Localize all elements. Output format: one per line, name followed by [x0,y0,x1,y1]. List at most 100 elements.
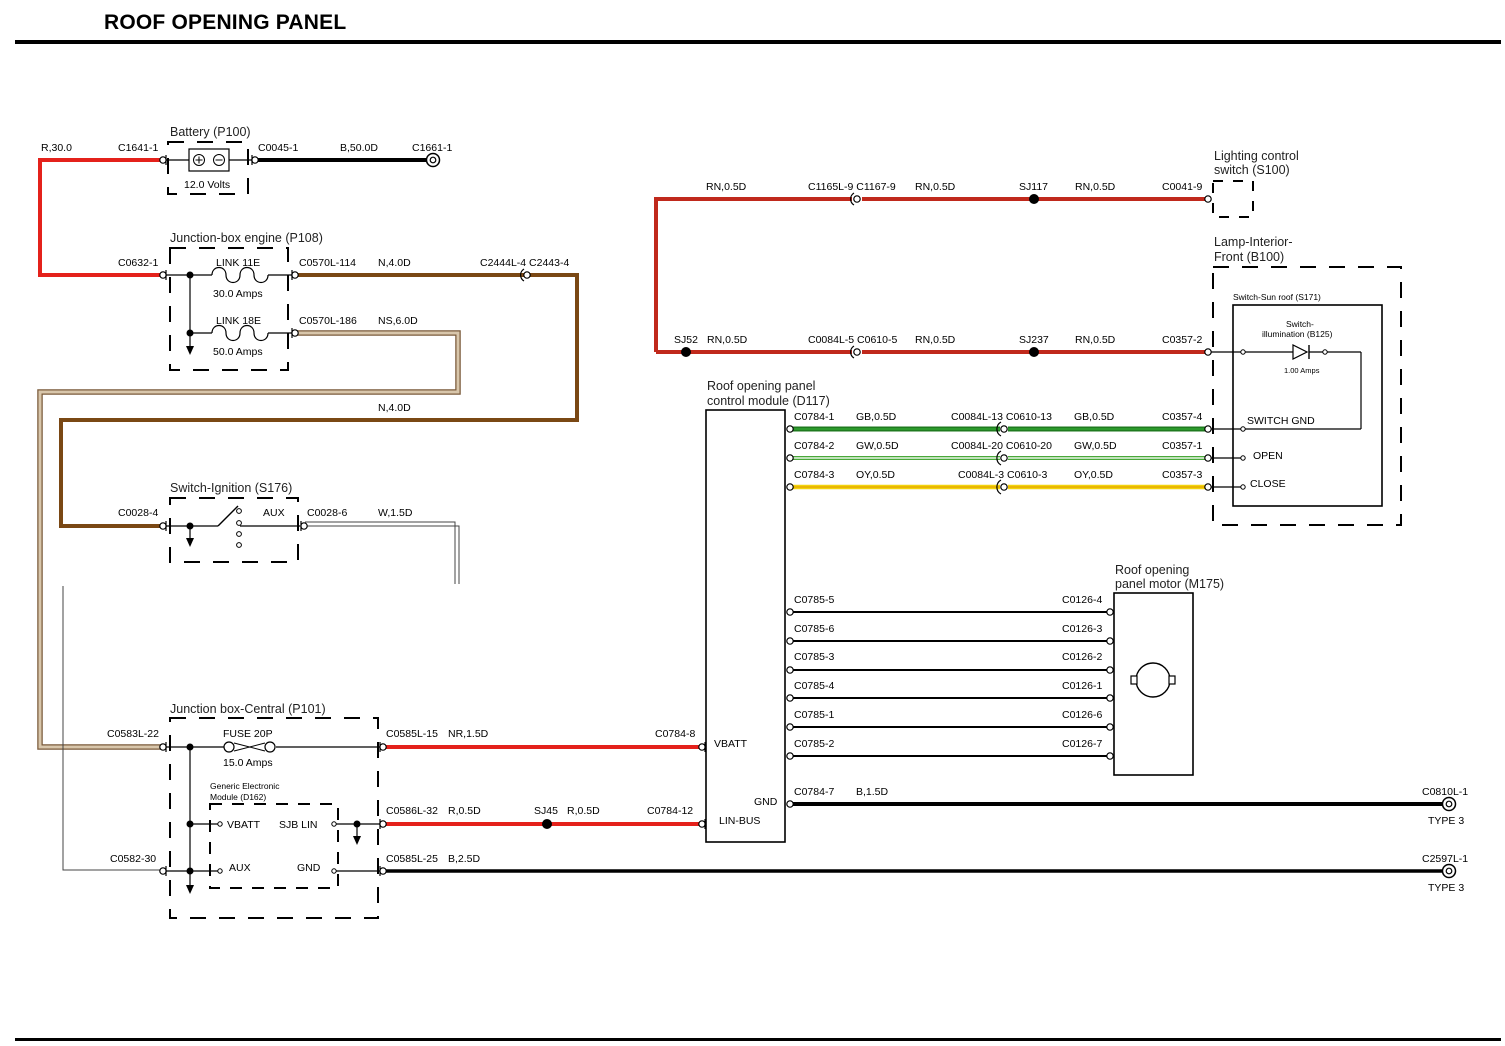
module-line1: Roof opening panel [707,379,815,393]
label-c2444-c2443: C2444L-4 C2443-4 [480,257,569,269]
label-c0126-6: C0126-6 [1062,709,1102,721]
label-c0785-6: C0785-6 [794,623,834,635]
gem-aux: AUX [229,862,251,874]
link-11e-label: LINK 11E [216,257,260,269]
label-c0570l-186: C0570L-186 [299,315,357,327]
label-c0585l-15: C0585L-15 [386,728,438,740]
top-rule [15,40,1501,44]
module-line2: control module (D117) [707,394,830,408]
lamp-line2: Front (B100) [1214,250,1284,264]
wire-r30 [38,158,162,277]
label-c0785-5: C0785-5 [794,594,834,606]
label-n4-b: N,4.0D [378,402,411,414]
lighting-switch-line1: Lighting control [1214,149,1299,163]
label-c0041-9: C0041-9 [1162,181,1202,193]
junction-box-central: Junction box-Central (P101) FUSE 20P 15.… [166,702,380,919]
wire-ns6-outer [37,330,461,750]
label-r05-b: R,0.5D [567,805,600,817]
gem-gnd: GND [297,862,321,874]
ignition-label: Switch-Ignition (S176) [170,481,292,495]
motor-line1: Roof opening [1115,563,1189,577]
link-11e-icon [211,266,269,284]
label-oy-b: OY,0.5D [1074,469,1113,481]
labels: R,30.0 C1641-1 C0045-1 B,50.0D C1661-1 C… [41,142,1468,894]
label-c0357-2: C0357-2 [1162,334,1202,346]
sunroof-switch-label: Switch-Sun roof (S171) [1233,292,1321,302]
label-sj237: SJ237 [1019,334,1049,346]
lamp-interior-front: Lamp-Interior- Front (B100) Switch-Sun r… [1211,235,1402,526]
connectors [159,152,1457,879]
motor-line2: panel motor (M175) [1115,577,1224,591]
label-c0357-3: C0357-3 [1162,469,1202,481]
ground-eyelet-icon [425,152,441,168]
battery: Battery (P100) 12.0 Volts [166,125,254,195]
label-w15: W,1.5D [378,507,413,519]
label-nr15: NR,1.5D [448,728,489,740]
switch-ignition: Switch-Ignition (S176) AUX [166,481,300,563]
label-rn-e: RN,0.5D [915,334,956,346]
label-c1641-1: C1641-1 [118,142,158,154]
ground-arrow-icon [353,836,361,845]
label-c0784-8: C0784-8 [655,728,695,740]
wire-motor [790,611,1110,757]
module-vbatt: VBATT [714,738,748,750]
link-11e-rating: 30.0 Amps [213,288,263,300]
label-rn-f: RN,0.5D [1075,334,1116,346]
ground-eyelet-icon [1441,863,1457,879]
label-sj117: SJ117 [1019,181,1048,193]
label-c0785-3: C0785-3 [794,651,834,663]
lighting-control-switch: Lighting control switch (S100) [1212,149,1299,218]
label-c0028-4: C0028-4 [118,507,158,519]
wire-n4-loop [59,273,579,528]
wire-w15 [305,521,460,584]
label-gb-a: GB,0.5D [856,411,897,423]
wire-rn-upper [654,197,1207,352]
battery-negative-icon [213,154,225,166]
control-module-box [705,409,786,843]
label-c1165-c1167: C1165L-9 C1167-9 [808,181,896,193]
label-c2597l-1: C2597L-1 [1422,853,1468,865]
label-n4-a: N,4.0D [378,257,411,269]
control-module: Roof opening panel control module (D117)… [705,379,830,843]
ground-arrow-icon [186,885,194,894]
module-gnd: GND [754,796,778,808]
label-b25: B,2.5D [448,853,481,865]
module-linbus: LIN-BUS [719,815,760,827]
battery-rating: 12.0 Volts [184,179,230,191]
label-c0582-30: C0582-30 [110,853,156,865]
gem-vbatt: VBATT [227,819,261,831]
link-18e-label: LINK 18E [216,315,261,327]
label-c0785-4: C0785-4 [794,680,834,692]
junction-box-engine: Junction-box engine (P108) LINK 11E 30.0… [166,231,323,371]
label-c0028-6: C0028-6 [307,507,347,519]
lamp-line1: Lamp-Interior- [1214,235,1293,249]
battery-label: Battery (P100) [170,125,251,139]
label-c0126-2: C0126-2 [1062,651,1102,663]
label-r05-a: R,0.5D [448,805,481,817]
label-b50: B,50.0D [340,142,378,154]
jb-central-label: Junction box-Central (P101) [170,702,326,716]
label-gw-b: GW,0.5D [1074,440,1117,452]
wire-ns6-inner [38,331,460,749]
fuse-20p-label: FUSE 20P [223,728,273,740]
label-sj45: SJ45 [534,805,558,817]
motor-icon [1130,662,1176,698]
illum-line2: illumination (B125) [1262,329,1333,339]
label-c0126-4: C0126-4 [1062,594,1102,606]
label-c0810l-1: C0810L-1 [1422,786,1468,798]
label-rn-c: RN,0.5D [1075,181,1116,193]
label-c0784-12: C0784-12 [647,805,693,817]
illum-line1: Switch- [1286,319,1314,329]
ground-arrow-icon [186,538,194,547]
label-rn-b: RN,0.5D [915,181,956,193]
label-c0785-1: C0785-1 [794,709,834,721]
label-c0084l5-c0610-5: C0084L-5 C0610-5 [808,334,897,346]
close-label: CLOSE [1250,478,1286,490]
switch-gnd-label: SWITCH GND [1247,415,1315,427]
open-label: OPEN [1253,450,1283,462]
label-b15: B,1.5D [856,786,889,798]
wire-aux-thin [62,586,162,871]
ignition-switch-icon [217,505,239,527]
page-title: ROOF OPENING PANEL [104,11,346,34]
